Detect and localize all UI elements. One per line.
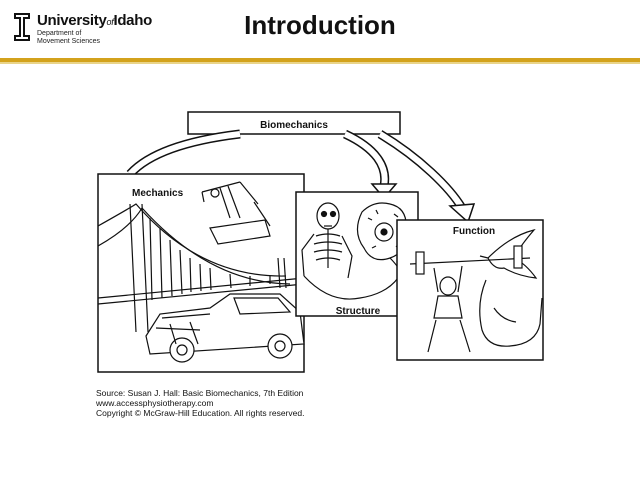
weightlifter-illustration xyxy=(409,245,531,353)
mechanics-label: Mechanics xyxy=(132,188,184,199)
pump-jack-illustration xyxy=(201,181,271,245)
function-label: Function xyxy=(453,226,495,237)
car-illustration xyxy=(145,293,305,363)
copyright-line: Copyright © McGraw-Hill Education. All r… xyxy=(96,408,305,418)
function-panel: Function xyxy=(396,219,544,361)
arrow-to-mechanics xyxy=(126,129,241,178)
arrow-to-structure xyxy=(343,129,398,200)
mechanics-panel: Mechanics xyxy=(97,173,305,373)
source-line: Source: Susan J. Hall: Basic Biomechanic… xyxy=(96,388,304,398)
biomechanics-label: Biomechanics xyxy=(260,120,328,131)
page-title: Introduction xyxy=(244,10,396,40)
biomechanics-diagram: Biomechanics Mechanics xyxy=(90,108,550,390)
university-logo: UniversityofIdaho Department of Movement… xyxy=(13,12,153,52)
bridge-illustration xyxy=(97,203,305,333)
header-divider-shadow xyxy=(0,62,640,64)
university-name: UniversityofIdaho xyxy=(37,12,152,29)
block-i-icon xyxy=(14,13,30,41)
seagull-illustration xyxy=(479,228,538,279)
biomechanics-banner xyxy=(187,111,401,135)
skeleton-illustration xyxy=(301,202,399,300)
department-name: Department of Movement Sciences xyxy=(37,30,101,45)
foot-illustration xyxy=(479,279,543,347)
structure-label: Structure xyxy=(336,306,381,317)
source-citation: Source: Susan J. Hall: Basic Biomechanic… xyxy=(96,388,304,418)
source-url: www.accessphysiotherapy.com xyxy=(96,398,214,408)
header-divider xyxy=(0,58,640,62)
arrow-to-function xyxy=(377,130,476,224)
